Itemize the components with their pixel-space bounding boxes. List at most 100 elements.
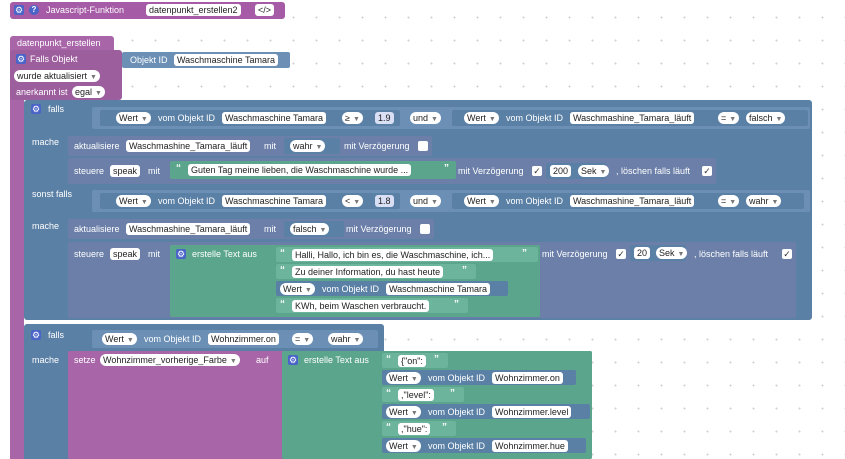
gear-icon[interactable]: ⚙ [288,355,298,365]
gear-icon[interactable]: ⚙ [176,249,186,259]
delay-checkbox[interactable] [418,141,428,151]
clear-checkbox[interactable]: ✓ [782,249,792,259]
code-button[interactable]: </> [255,4,275,16]
text-part-2[interactable]: “ ,"level": ” [382,387,464,402]
text-field[interactable]: Zu deiner Information, du hast heute [292,266,444,278]
wert-block[interactable]: Wert▼ vom Objekt ID Wohnzimmer.hue [382,438,586,453]
text-field[interactable]: ,"level": [398,389,434,401]
quote-open-icon: “ [386,388,391,399]
wert-dropdown[interactable]: Wert▼ [464,195,499,207]
boolean-dropdown[interactable]: falsch▼ [746,112,786,124]
unit-dropdown[interactable]: Sek▼ [656,247,688,259]
object-id-field[interactable]: Wohnzimmer.on [492,372,563,384]
text-part-3[interactable]: “ ,"hue": ” [382,421,456,436]
control-target-field[interactable]: speak [110,165,141,177]
wert-block[interactable]: Wert▼ vom Objekt ID Waschmaschine Tamara [276,281,508,296]
operator-dropdown[interactable]: ≥▼ [342,112,363,124]
text-part-4[interactable]: “ KWh, beim Waschen verbraucht. ” [276,298,468,313]
update-label: aktualisiere [74,224,120,234]
gear-icon[interactable]: ⚙ [31,330,41,340]
object-id-field[interactable]: Wohnzimmer.on [208,333,279,345]
object-id-field[interactable]: Wohnzimmer.hue [492,440,568,452]
wert-dropdown[interactable]: Wert▼ [386,372,421,384]
boolean-dropdown[interactable]: wahr▼ [328,333,364,345]
wert-dropdown[interactable]: Wert▼ [280,283,315,295]
compare-block-left[interactable]: Wert▼ vom Objekt ID Waschmaschine Tamara… [100,110,400,126]
set-variable-block[interactable]: setze Wohnzimmer_vorherige_Farbe▼ auf ⚙ … [68,351,592,459]
event-dropdown[interactable]: wurde aktualisiert▼ [14,70,100,82]
control-block-2[interactable]: steuere speak mit ⚙ erstelle Text aus “ … [68,242,796,318]
delay-value-field[interactable]: 20 [634,247,651,259]
delay-checkbox[interactable]: ✓ [616,249,626,259]
delay-checkbox[interactable] [420,224,430,234]
text-field[interactable]: Halli, Hallo, ich bin es, die Waschmasch… [292,249,494,261]
javascript-function-block[interactable]: ⚙ ? Javascript-Funktion datenpunkt_erste… [10,2,285,19]
text-part-2[interactable]: “ Zu deiner Information, du hast heute ” [276,264,476,279]
object-id-field[interactable]: Waschmaschine Tamara [386,283,491,295]
text-field[interactable]: Guten Tag meine lieben, die Waschmaschin… [188,164,412,176]
delay-value-field[interactable]: 200 [550,165,572,177]
wert-block[interactable]: Wert▼ vom Objekt ID Wohnzimmer.on [382,370,576,385]
compare-block-left[interactable]: Wert▼ vom Objekt ID Waschmaschine Tamara… [100,193,400,209]
control-target-field[interactable]: speak [110,248,141,260]
update-target-field[interactable]: Waschmashine_Tamara_läuft [126,223,251,235]
boolean-dropdown[interactable]: wahr▼ [290,140,326,152]
text-field[interactable]: ,"hue": [398,423,431,435]
text-field[interactable]: KWh, beim Waschen verbraucht. [292,300,430,312]
object-id-field[interactable]: Waschmaschine Tamara [222,112,327,124]
create-text-block[interactable]: ⚙ erstelle Text aus “ Halli, Hallo, ich … [170,245,540,317]
object-id-block[interactable]: Objekt ID Waschmaschine Tamara [122,52,290,68]
variable-dropdown[interactable]: Wohnzimmer_vorherige_Farbe▼ [100,354,240,366]
compare-block-right[interactable]: Wert▼ vom Objekt ID Waschmashine_Tamara_… [452,110,808,126]
wert-block[interactable]: Wert▼ vom Objekt ID Wohnzimmer.level [382,404,590,419]
update-block-1[interactable]: aktualisiere Waschmashine_Tamara_läuft m… [68,136,432,156]
clear-checkbox[interactable]: ✓ [702,166,712,176]
object-id-field[interactable]: Waschmaschine Tamara [174,54,279,66]
compare-condition[interactable]: Wert▼ vom Objekt ID Wohnzimmer.on =▼ wah… [92,330,378,348]
operator-dropdown[interactable]: =▼ [292,333,314,345]
function-name-field[interactable]: datenpunkt_erstellen2 [146,4,241,16]
logic-dropdown[interactable]: und▼ [410,112,441,124]
compare-block-right[interactable]: Wert▼ vom Objekt ID Waschmashine_Tamara_… [452,193,804,209]
number-field[interactable]: 1.8 [375,195,394,207]
unit-dropdown[interactable]: Sek▼ [578,165,610,177]
wert-dropdown[interactable]: Wert▼ [386,406,421,418]
function-block-header[interactable]: datenpunkt_erstellen [10,36,114,50]
operator-dropdown[interactable]: =▼ [718,112,740,124]
ack-dropdown[interactable]: egal▼ [72,86,105,98]
wert-dropdown[interactable]: Wert▼ [116,195,151,207]
object-id-field[interactable]: Wohnzimmer.level [492,406,572,418]
create-text-block[interactable]: ⚙ erstelle Text aus “ {"on": ” Wert▼ vom… [282,351,592,459]
text-block[interactable]: “ Guten Tag meine lieben, die Waschmasch… [170,161,456,179]
quote-close-icon: ” [442,422,447,433]
update-target-field[interactable]: Waschmashine_Tamara_läuft [126,140,251,152]
quote-open-icon: “ [280,248,285,259]
gear-icon[interactable]: ⚙ [14,5,24,15]
boolean-dropdown[interactable]: wahr▼ [746,195,782,207]
gear-icon[interactable]: ⚙ [16,54,26,64]
wert-dropdown[interactable]: Wert▼ [386,440,421,452]
object-id-field[interactable]: Waschmaschine Tamara [222,195,327,207]
text-part-1[interactable]: “ Halli, Hallo, ich bin es, die Waschmas… [276,247,538,262]
text-field[interactable]: {"on": [398,355,426,367]
update-block-2[interactable]: aktualisiere Waschmashine_Tamara_läuft m… [68,219,434,239]
quote-close-icon: ” [450,388,455,399]
trigger-block[interactable]: ⚙ Falls Objekt wurde aktualisiert▼ anerk… [10,50,122,100]
wert-dropdown[interactable]: Wert▼ [464,112,499,124]
number-field[interactable]: 1.9 [375,112,394,124]
help-icon[interactable]: ? [29,5,39,15]
object-id-field[interactable]: Waschmashine_Tamara_läuft [570,195,695,207]
logic-dropdown[interactable]: und▼ [410,195,441,207]
gear-icon[interactable]: ⚙ [31,104,41,114]
text-part-1[interactable]: “ {"on": ” [382,353,448,368]
control-block-1[interactable]: steuere speak mit “ Guten Tag meine lieb… [68,158,716,184]
operator-dropdown[interactable]: <▼ [342,195,364,207]
wert-dropdown[interactable]: Wert▼ [102,333,137,345]
and-condition-2[interactable]: Wert▼ vom Objekt ID Waschmaschine Tamara… [92,190,810,212]
boolean-dropdown[interactable]: falsch▼ [290,223,330,235]
and-condition-1[interactable]: Wert▼ vom Objekt ID Waschmaschine Tamara… [92,107,810,129]
delay-checkbox[interactable]: ✓ [532,166,542,176]
object-id-field[interactable]: Waschmashine_Tamara_läuft [570,112,695,124]
wert-dropdown[interactable]: Wert▼ [116,112,151,124]
operator-dropdown[interactable]: =▼ [718,195,740,207]
